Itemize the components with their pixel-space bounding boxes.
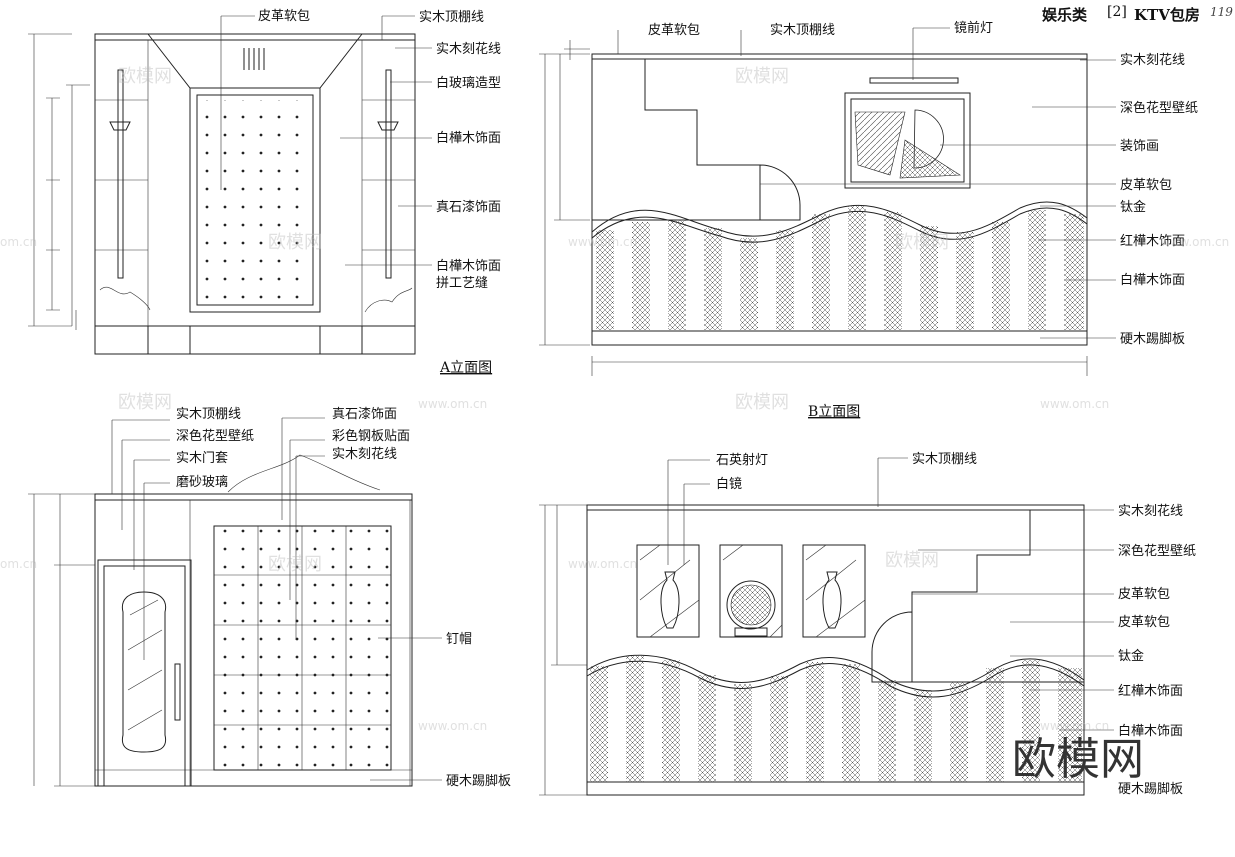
dimension-lines-a <box>28 33 90 330</box>
elevation-b: 皮革软包 实木顶棚线 镜前灯 实木刻花线 深色花型壁纸 装饰画 皮革软包 钛金 … <box>539 20 1198 420</box>
label-c-steel-panel: 彩色钢板贴面 <box>332 428 410 444</box>
label-b-skirting: 硬木踢脚板 <box>1120 331 1185 347</box>
label-c-wallpaper: 深色花型壁纸 <box>176 428 254 444</box>
steel-panel-grid-c <box>213 525 392 771</box>
watermark-site-5: www.om.cn <box>1040 397 1109 411</box>
ceiling-molding-b <box>591 53 1088 60</box>
ornament-top-c <box>227 454 381 493</box>
ceiling-molding-a <box>94 33 416 41</box>
watermark-site-4: www.om.cn <box>418 397 487 411</box>
skirting-b <box>591 330 1088 346</box>
label-c-door-frame: 实木门套 <box>176 450 228 466</box>
label-c-frosted-glass: 磨砂玻璃 <box>176 475 228 490</box>
door-c <box>97 559 192 787</box>
label-a-white-glass: 白玻璃造型 <box>436 75 501 91</box>
watermark-site-3: www.om.cn <box>1160 235 1229 249</box>
elevation-a: 皮革软包 实木顶棚线 实木刻花线 白玻璃造型 白樺木饰面 真石漆饰面 白樺木饰面… <box>28 9 501 376</box>
label-a-birch-veneer-2: 白樺木饰面 <box>436 258 501 274</box>
label-d-leather-2: 皮革软包 <box>1118 615 1170 630</box>
label-a-joint: 拼工艺缝 <box>436 276 488 291</box>
label-b-red-birch: 红樺木饰面 <box>1120 233 1185 249</box>
label-c-skirting: 硬木踢脚板 <box>446 773 511 789</box>
decorative-painting-b <box>844 92 971 189</box>
watermark-brand-4: 欧模网 <box>895 232 949 253</box>
label-c-carved-molding: 实木刻花线 <box>332 446 397 462</box>
watermarks: 欧模网 欧模网 欧模网 欧模网 欧模网 欧模网 欧模网 欧模网 om.cn ww… <box>0 66 1229 785</box>
label-b-leather: 皮革软包 <box>648 23 700 38</box>
wall-outline-d <box>586 504 1085 796</box>
elevation-c: 实木顶棚线 深色花型壁纸 实木门套 磨砂玻璃 真石漆饰面 彩色钢板贴面 实木刻花… <box>28 406 511 789</box>
label-a-birch-veneer: 白樺木饰面 <box>436 130 501 146</box>
stripe-band-b <box>596 206 1084 330</box>
dimension-lines-d <box>539 504 587 796</box>
label-a-ceiling-molding: 实木顶棚线 <box>419 10 484 25</box>
watermark-brand-5: 欧模网 <box>118 392 172 413</box>
watermark-site-7: www.om.cn <box>568 557 637 571</box>
sheet-header: 娱乐类 [2] KTV包房 119 <box>1042 4 1233 24</box>
header-category-index: [2] <box>1107 4 1127 20</box>
label-d-white-mirror: 白镜 <box>716 476 742 492</box>
header-room: KTV包房 <box>1134 6 1200 24</box>
watermark-site-2: www.om.cn <box>568 235 637 249</box>
stripe-band-d <box>590 656 1082 782</box>
ceiling-molding-d <box>586 504 1085 511</box>
label-c-stone-paint: 真石漆饰面 <box>332 406 397 422</box>
label-d-ceiling-molding: 实木顶棚线 <box>912 452 977 467</box>
ornament-right-a <box>364 287 413 313</box>
label-b-wallpaper: 深色花型壁纸 <box>1120 100 1198 116</box>
label-b-painting: 装饰画 <box>1120 139 1159 154</box>
label-b-white-birch: 白樺木饰面 <box>1120 272 1185 288</box>
label-d-quartz-spotlight: 石英射灯 <box>716 452 768 468</box>
page-number: 119 <box>1210 5 1233 19</box>
header-category: 娱乐类 <box>1042 6 1088 24</box>
dimension-lines-b <box>539 40 1088 376</box>
label-d-carved-molding: 实木刻花线 <box>1118 503 1183 519</box>
label-c-ceiling-molding: 实木顶棚线 <box>176 407 241 422</box>
dimension-lines-c <box>28 493 95 787</box>
watermark-site-1: om.cn <box>0 235 37 249</box>
watermark-site-9: www.om.cn <box>1040 719 1109 733</box>
watermark-site-6: om.cn <box>0 557 37 571</box>
label-d-white-birch: 白樺木饰面 <box>1118 723 1183 739</box>
ceiling-molding-c <box>94 493 413 501</box>
mirror-lamp-b <box>869 77 959 84</box>
label-d-titanium: 钛金 <box>1118 648 1144 664</box>
watermark-brand-8: 欧模网 <box>885 550 939 571</box>
label-d-red-birch: 红樺木饰面 <box>1118 683 1183 699</box>
label-b-titanium: 钛金 <box>1120 199 1146 215</box>
watermark-logo: 欧模网 <box>1012 734 1144 785</box>
glass-strip-left <box>109 69 131 279</box>
elevation-a-title: A立面图 <box>439 360 492 376</box>
elevation-d: 石英射灯 白镜 实木顶棚线 实木刻花线 深色花型壁纸 皮革软包 皮革软包 钛金 … <box>539 452 1196 797</box>
label-a-carved-molding: 实木刻花线 <box>436 41 501 57</box>
mirror-frame-2 <box>719 544 783 638</box>
label-b-leather-2: 皮革软包 <box>1120 178 1172 193</box>
mirror-frame-3 <box>802 544 866 638</box>
ornament-left-a <box>99 286 151 311</box>
label-c-nail-cap: 钉帽 <box>446 631 472 647</box>
leather-panel-a <box>189 87 321 313</box>
label-d-wallpaper: 深色花型壁纸 <box>1118 543 1196 559</box>
label-a-stone-paint: 真石漆饰面 <box>436 199 501 215</box>
label-d-skirting: 硬木踢脚板 <box>1118 781 1183 797</box>
wall-outline-b <box>591 53 1088 346</box>
skirting-d <box>586 781 1085 796</box>
watermark-site-8: www.om.cn <box>418 719 487 733</box>
watermark-brand-1: 欧模网 <box>118 66 172 87</box>
watermark-brand-6: 欧模网 <box>735 392 789 413</box>
label-a-leather: 皮革软包 <box>258 9 310 24</box>
label-d-leather: 皮革软包 <box>1118 587 1170 602</box>
watermark-brand-3: 欧模网 <box>268 232 322 253</box>
watermark-brand-2: 欧模网 <box>735 66 789 87</box>
stepped-leather-b <box>591 58 761 221</box>
base-a <box>94 325 416 355</box>
label-b-mirror-lamp: 镜前灯 <box>954 20 993 36</box>
label-b-carved-molding: 实木刻花线 <box>1120 52 1185 68</box>
watermark-brand-7: 欧模网 <box>268 554 322 575</box>
label-b-ceiling-molding: 实木顶棚线 <box>770 23 835 38</box>
glass-strip-right <box>377 69 399 279</box>
elevation-b-title: B立面图 <box>808 404 860 420</box>
